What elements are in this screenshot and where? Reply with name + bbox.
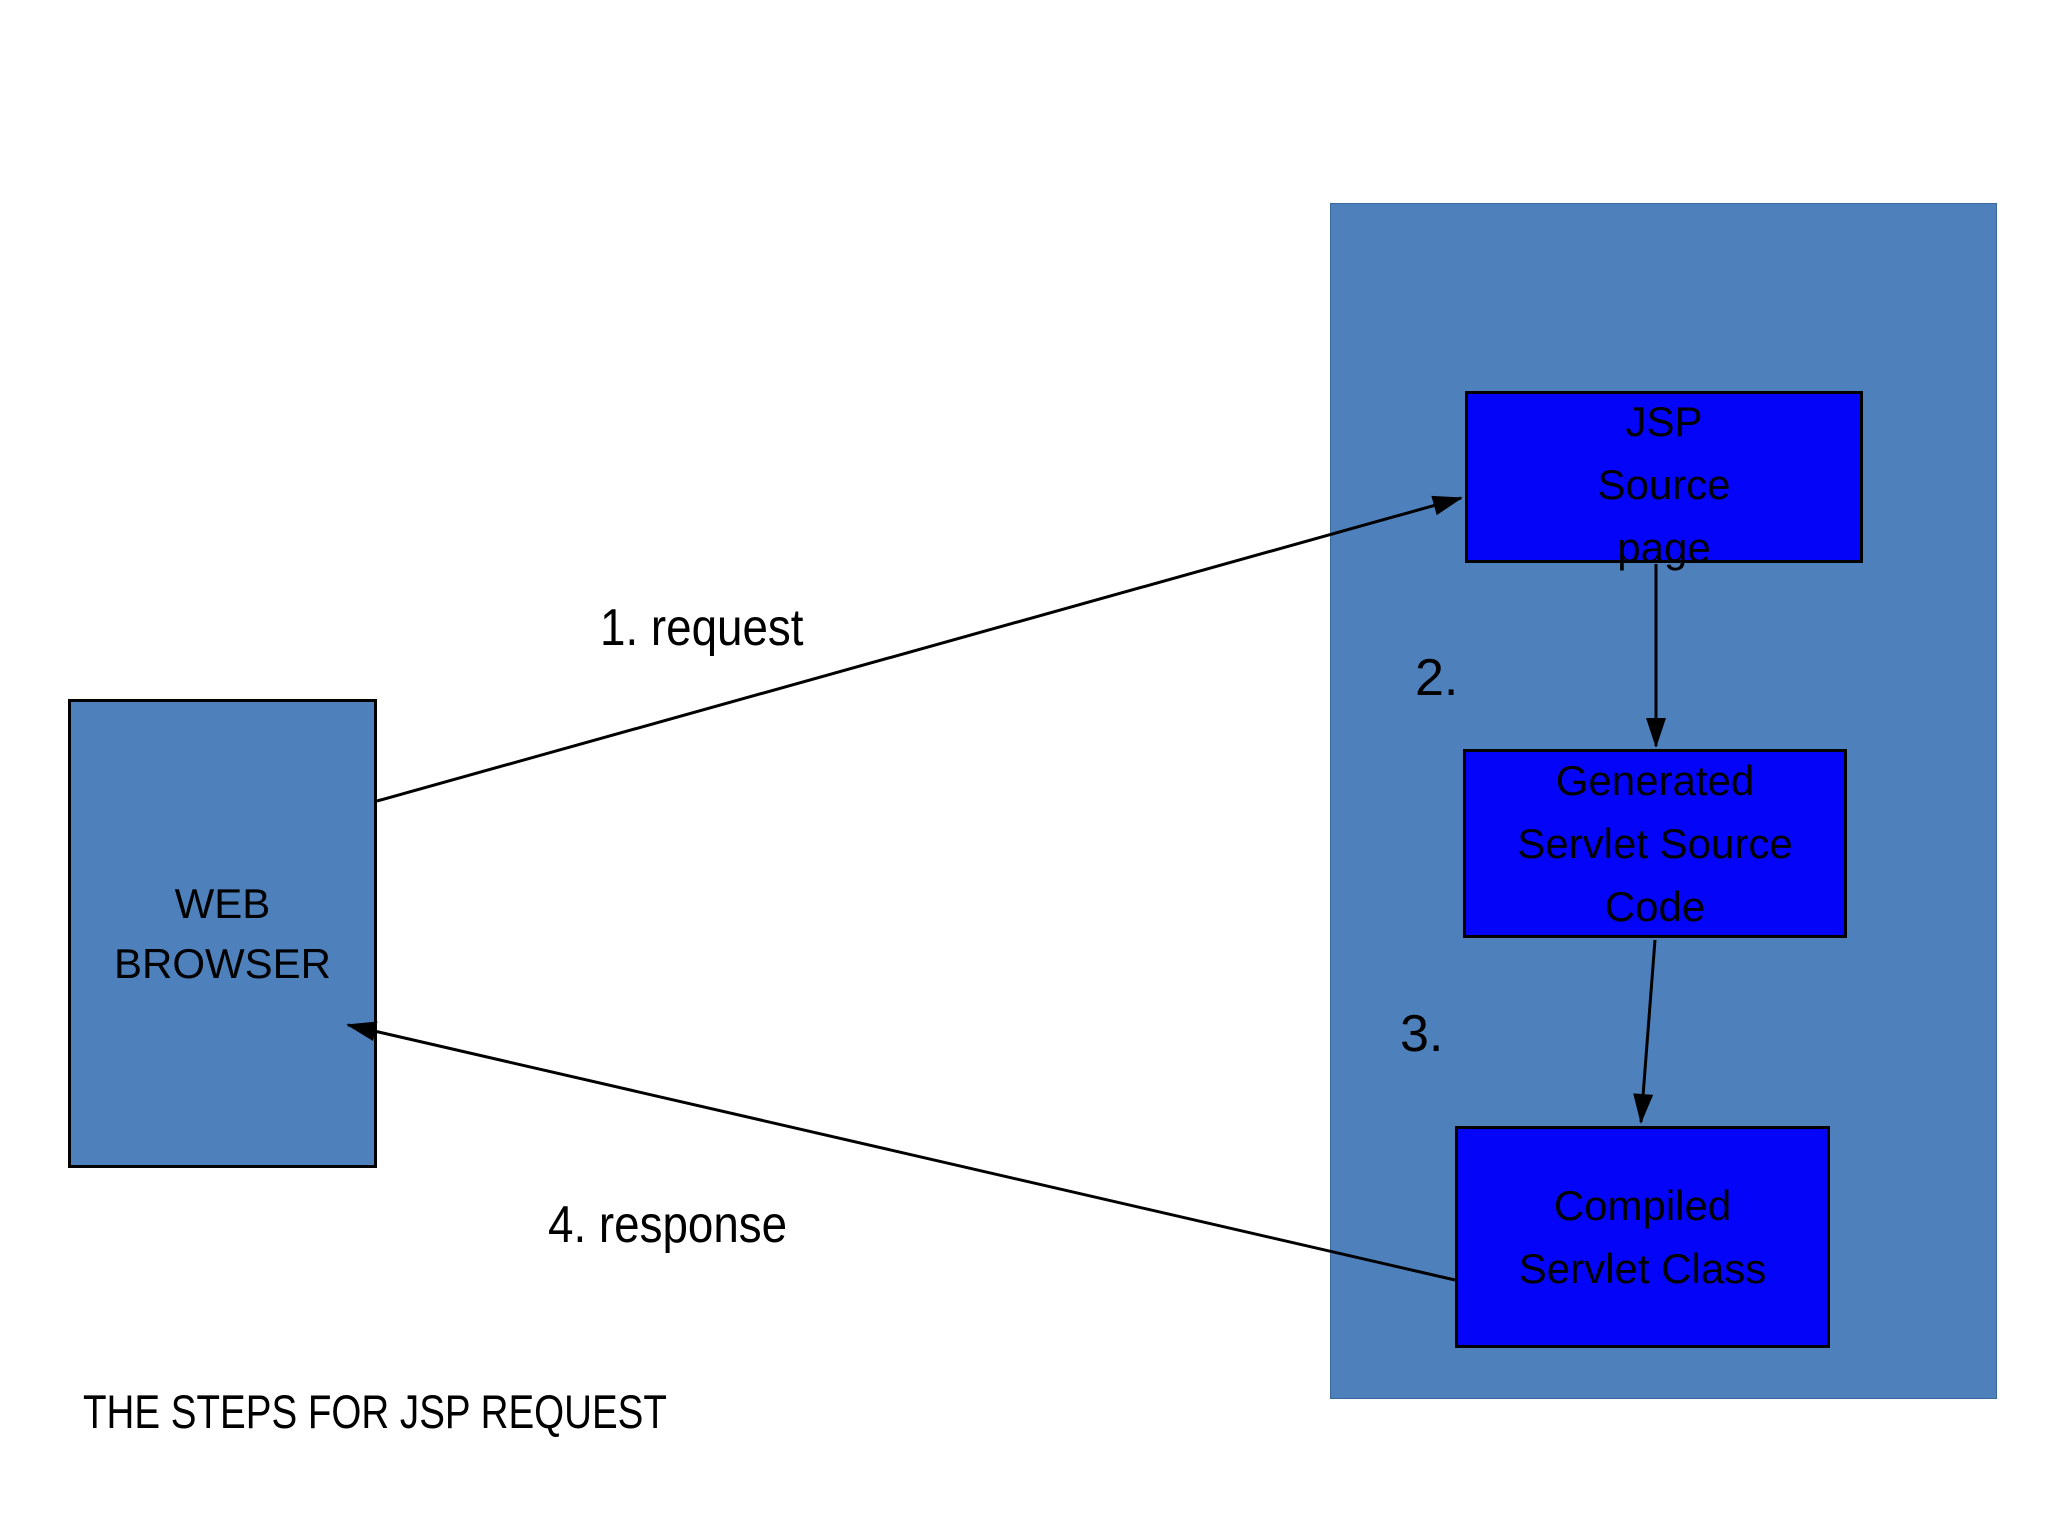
jsp-source-page-node: JSP Source page — [1465, 391, 1863, 571]
compiled-servlet-class-label: Compiled Servlet Class — [1519, 1174, 1766, 1300]
response-arrow — [346, 1021, 1456, 1282]
request-arrow — [376, 495, 1463, 803]
web-browser-label-line: WEB — [174, 879, 271, 927]
node-label-line: Generated — [1555, 757, 1755, 804]
node-label-line: Servlet Source — [1517, 820, 1793, 867]
response-label: 4. response — [548, 1196, 788, 1254]
web-browser-node: WEB BROWSER — [68, 699, 377, 1168]
step-2-label: 2. — [1415, 649, 1459, 707]
node-label-line: page — [1617, 523, 1711, 571]
diagram-caption: THE STEPS FOR JSP REQUEST — [83, 1385, 667, 1438]
step-3-label: 3. — [1400, 1005, 1444, 1063]
node-label-line: Compiled — [1553, 1182, 1732, 1229]
node-label-line: JSP — [1625, 397, 1703, 445]
web-browser-label-line: BROWSER — [113, 939, 331, 987]
node-label-line: Source — [1597, 460, 1731, 508]
generated-servlet-source-code-node: Generated Servlet Source Code — [1463, 749, 1847, 938]
request-label: 1. request — [600, 599, 804, 657]
node-label-line: Servlet Class — [1518, 1245, 1767, 1292]
jsp-source-page-label: JSP Source page — [1597, 390, 1730, 579]
generated-servlet-source-code-label: Generated Servlet Source Code — [1517, 749, 1792, 938]
compiled-servlet-class-node: Compiled Servlet Class — [1455, 1126, 1830, 1348]
node-label-line: Code — [1604, 883, 1706, 930]
